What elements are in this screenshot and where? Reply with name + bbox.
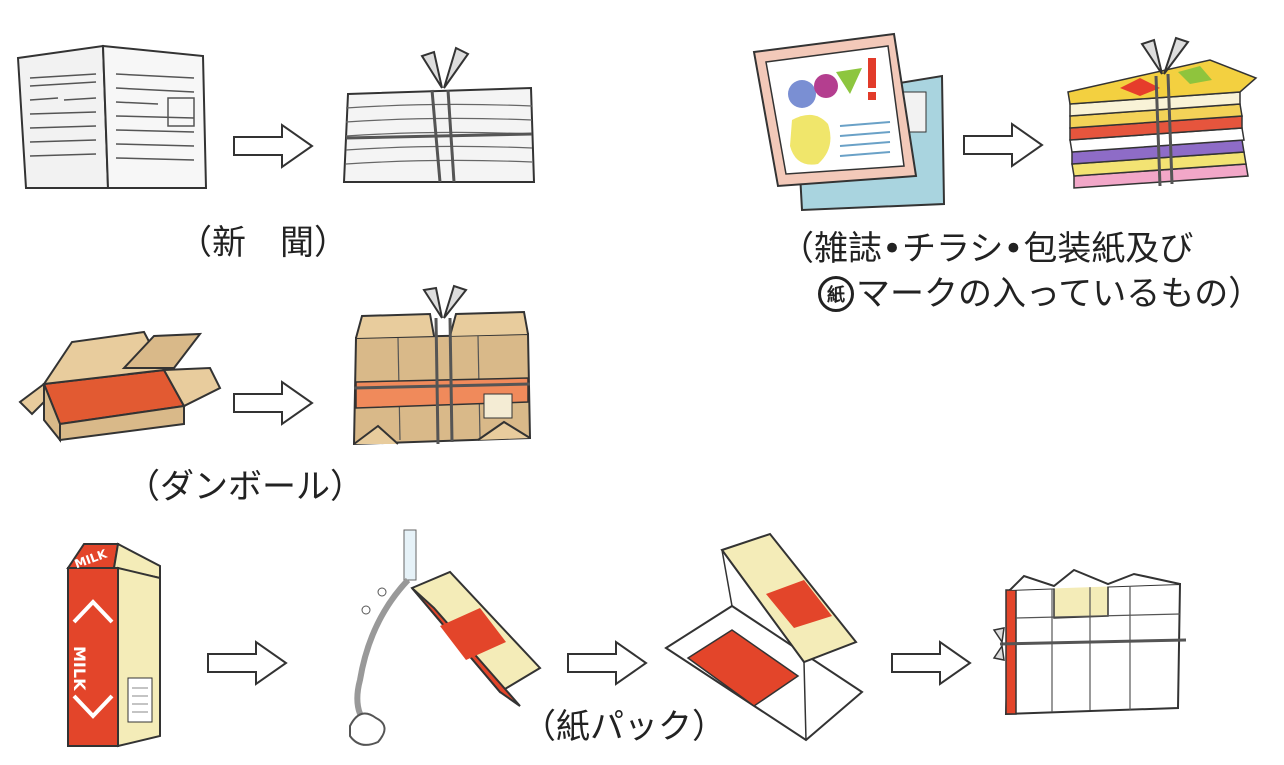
cut-open-carton-illustration xyxy=(664,532,864,742)
bundled-magazine-illustration xyxy=(1067,36,1258,189)
arrow-icon xyxy=(207,640,288,686)
milk-carton-illustration xyxy=(66,542,161,748)
arrow-icon xyxy=(233,123,314,169)
newspaper-caption: （新 聞） xyxy=(178,223,348,263)
paper-pack-caption: （紙パック） xyxy=(522,707,726,747)
arrow-icon xyxy=(567,640,648,686)
arrow-icon xyxy=(963,122,1044,168)
paper-recycle-mark: 紙 xyxy=(818,276,854,312)
bundled-paper-pack-illustration xyxy=(992,568,1187,716)
milk-label-front: MILK xyxy=(70,646,89,691)
newspaper-illustration xyxy=(16,44,208,189)
magazine-illustration xyxy=(752,32,946,212)
bundled-newspaper-illustration xyxy=(342,46,536,183)
cardboard-caption: （ダンボール） xyxy=(126,467,364,507)
bundled-cardboard-illustration xyxy=(352,284,532,446)
rinsing-carton-illustration xyxy=(349,529,542,746)
paper-recycle-mark-label: 紙 xyxy=(827,285,845,306)
arrow-icon xyxy=(233,380,314,426)
magazine-caption-line2: マークの入っているもの） xyxy=(856,274,1263,314)
arrow-icon xyxy=(891,640,972,686)
magazine-caption-line1: （雑誌•チラシ•包装紙及び xyxy=(780,229,1194,269)
open-cardboard-box-illustration xyxy=(18,330,222,443)
